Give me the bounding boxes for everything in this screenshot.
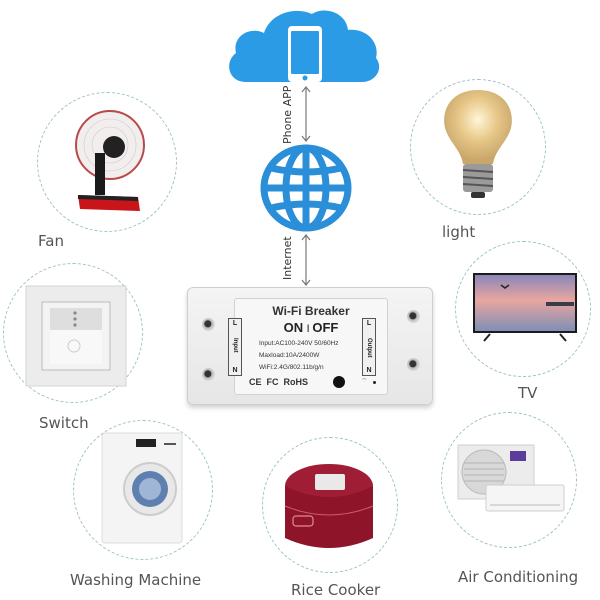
device-rice-cooker: [262, 437, 398, 573]
output-terminal-label: Output: [366, 338, 372, 358]
cloud-icon: [224, 6, 384, 86]
phone-app-arrow: [300, 86, 312, 142]
rice-cooker-icon: [284, 464, 374, 548]
wifi-spec: WiFi:2.4G/802.11b/g/n: [259, 364, 324, 371]
device-label-air-conditioning: Air Conditioning: [458, 568, 579, 586]
device-fan: [37, 92, 177, 232]
device-air-conditioning: [441, 412, 577, 548]
device-label-switch: Switch: [39, 414, 89, 432]
off-label: OFF: [312, 320, 339, 335]
rohs-mark: RoHS: [283, 377, 309, 387]
screw-icon: [407, 358, 420, 371]
input-terminal-label: Input: [232, 338, 238, 353]
internet-label: Internet: [281, 236, 294, 280]
device-label-tv: TV: [518, 384, 538, 402]
air-conditioner-icon: [457, 444, 565, 512]
device-light: [410, 79, 546, 215]
device-label-washing-machine: Washing Machine: [70, 571, 202, 589]
wifi-status-icon: ⌔: [361, 378, 368, 385]
certifications: CE FC RoHS: [249, 377, 308, 387]
device-tv: [455, 241, 591, 377]
fan-icon: [75, 110, 145, 211]
washing-machine-icon: [101, 432, 183, 544]
screw-icon: [202, 368, 215, 381]
pairing-button[interactable]: [333, 376, 345, 388]
wifi-breaker-device: Wi-Fi Breaker ON ǀ OFF Input:AC100-240V …: [187, 287, 433, 405]
screw-icon: [407, 310, 420, 323]
on-label: ON: [283, 320, 304, 335]
device-label-rice-cooker: Rice Cooker: [291, 581, 381, 599]
light-bulb-icon: [444, 90, 512, 198]
input-spec: Input:AC100-240V 50/60Hz: [259, 340, 339, 347]
globe-icon: [259, 144, 353, 232]
wall-switch-icon: [25, 285, 127, 387]
device-label-light: light: [442, 223, 476, 241]
wifi-indicator-icon: ǀ: [306, 324, 313, 335]
device-label-fan: Fan: [38, 232, 64, 250]
device-switch: [3, 263, 143, 403]
status-led: [373, 381, 376, 384]
smartphone-icon: [288, 26, 322, 82]
output-terminal: L Output N: [362, 318, 376, 376]
ce-mark: CE: [249, 377, 262, 387]
device-washing-machine: [73, 420, 213, 560]
internet-arrow: [300, 234, 312, 286]
input-terminal: L Input N: [228, 318, 242, 376]
fc-mark: FC: [266, 377, 279, 387]
maxload-spec: Maxload:10A/2400W: [259, 352, 320, 359]
breaker-title: Wi-Fi Breaker: [272, 304, 350, 318]
screw-icon: [202, 318, 215, 331]
on-off-row: ON ǀ OFF: [235, 320, 387, 335]
phone-app-label: Phone APP: [281, 85, 294, 144]
tv-icon: [473, 273, 577, 342]
